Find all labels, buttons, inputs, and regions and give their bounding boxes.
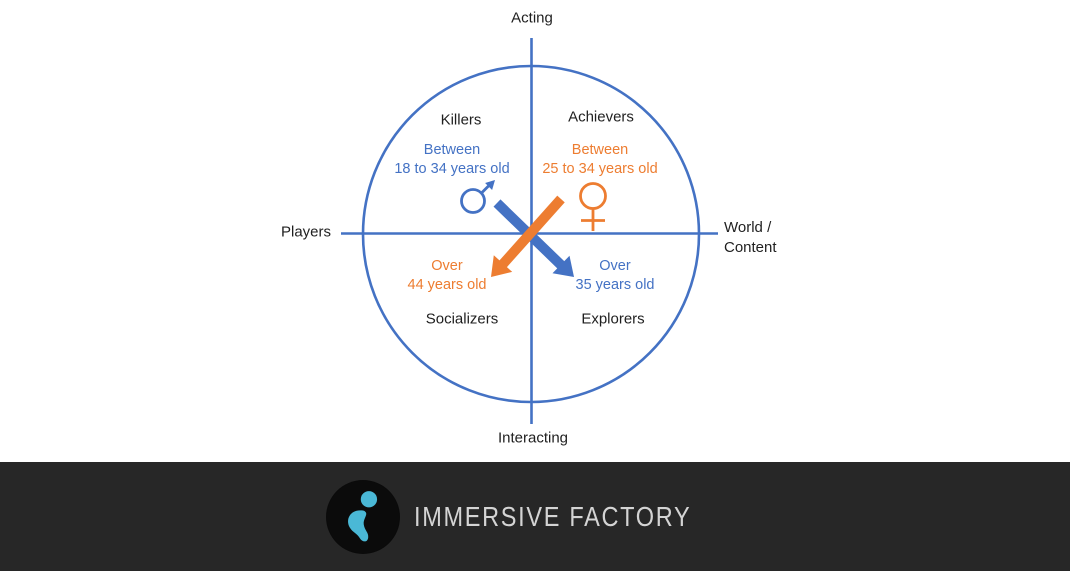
orange-arrow	[491, 195, 565, 277]
explorers-age-line1: Over	[599, 258, 631, 274]
male-symbol-icon	[460, 180, 495, 214]
explorers-age-line2: 35 years old	[575, 277, 655, 293]
quadrant-label-achievers: Achievers	[568, 108, 634, 126]
achievers-age-line1: Between	[571, 142, 629, 158]
axis-label-interacting: Interacting	[497, 429, 569, 447]
socializers-age-line1: Over	[431, 258, 463, 274]
achievers-age-range: Between 25 to 34 years old	[542, 141, 657, 179]
female-symbol-icon	[579, 182, 607, 231]
socializers-age-range: Over 44 years old	[408, 257, 487, 295]
immersive-factory-person-icon	[326, 480, 400, 553]
immersive-factory-logo	[325, 479, 400, 554]
quadrant-label-killers: Killers	[440, 111, 482, 129]
axis-label-players: Players	[280, 223, 332, 241]
axis-label-content: Content	[724, 239, 777, 256]
bartle-player-types-diagram: Acting Interacting Players World / Conte…	[280, 9, 777, 447]
brand-name: IMMERSIVE FACTORY	[413, 500, 692, 532]
axis-label-world-content: World / Content	[724, 218, 777, 258]
axis-label-acting: Acting	[511, 9, 553, 27]
explorers-age-range: Over 35 years old	[576, 257, 655, 295]
footer-brand-bar: IMMERSIVE FACTORY	[0, 462, 1070, 571]
axis-label-world: World /	[724, 219, 772, 236]
blue-arrow	[493, 199, 574, 277]
killers-age-line1: Between	[423, 142, 481, 158]
quadrant-label-socializers: Socializers	[425, 310, 499, 328]
diagram-shapes	[341, 38, 718, 424]
killers-age-line2: 18 to 34 years old	[394, 161, 510, 177]
achievers-age-line2: 25 to 34 years old	[542, 161, 658, 177]
socializers-age-line2: 44 years old	[407, 277, 487, 293]
quadrant-label-explorers: Explorers	[581, 310, 645, 328]
killers-age-range: Between 18 to 34 years old	[394, 141, 509, 179]
